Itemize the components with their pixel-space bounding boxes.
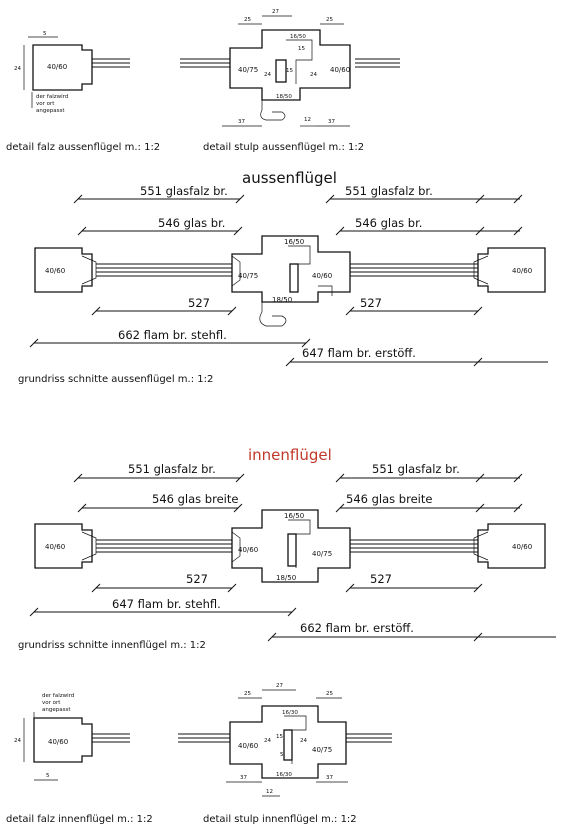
note-line: vor ort: [42, 700, 61, 706]
note-line: vor ort: [36, 101, 55, 107]
profile-label: 40/60: [512, 267, 532, 275]
dim-glasfalz-right: 551 glasfalz br.: [345, 184, 433, 198]
strip-label: 16/50: [290, 34, 306, 40]
caption-grundriss-aussen: grundriss schnitte aussenflügel m.: 1:2: [18, 374, 213, 385]
dim-527-right: 527: [360, 296, 382, 310]
strip-label: 16/30: [276, 772, 292, 778]
profile-label: 40/60: [238, 546, 258, 554]
dim-label: 25: [326, 691, 333, 697]
dim-flam-stehfl: 647 flam br. stehfl.: [112, 597, 221, 611]
strip-label: 18/50: [276, 94, 292, 100]
profile-label: 40/60: [512, 543, 532, 551]
dim-glas-left: 546 glas breite: [152, 492, 238, 506]
note-line: der falzwird: [42, 693, 74, 699]
strip-label: 16/50: [284, 512, 304, 520]
dim-label: 5: [280, 752, 284, 758]
dim-label: 37: [238, 119, 245, 125]
note-line: angepasst: [42, 707, 71, 713]
dim-label: 37: [328, 119, 335, 125]
dim-flam-erstoff: 647 flam br. erstöff.: [302, 346, 416, 360]
strip-label: 16/50: [284, 238, 304, 246]
caption-detail-stulp-innen: detail stulp innenflügel m.: 1:2: [203, 814, 357, 825]
plan-innenfluegel: innenflügel 551 glasfalz br. 551 glasfal…: [29, 446, 556, 642]
section-title-innenfluegel: innenflügel: [248, 446, 332, 464]
note-line: angepasst: [36, 108, 65, 114]
dim-label: 27: [272, 9, 279, 15]
dim-glasfalz-right: 551 glasfalz br.: [372, 462, 460, 476]
strip-label: 18/50: [276, 574, 296, 582]
dim-label: 25: [244, 17, 251, 23]
profile-label: 40/60: [330, 66, 350, 74]
plan-aussenfluegel: aussenflügel 551 glasfalz br. 551 glasfa…: [29, 169, 548, 367]
dim-527-left: 527: [186, 572, 208, 586]
caption-grundriss-innen: grundriss schnitte innenflügel m.: 1:2: [18, 640, 206, 651]
profile-label: 40/75: [312, 746, 332, 754]
dim-glas-right: 546 glas br.: [355, 216, 422, 230]
dim-label: 15: [286, 68, 293, 74]
profile-label: 40/60: [47, 63, 67, 71]
detail-stulp-aussenfluegel: 40/75 40/60 16/50 18/50 25 27 25 15 15 2…: [180, 9, 400, 127]
caption-detail-falz-innen: detail falz innenflügel m.: 1:2: [6, 814, 153, 825]
profile-label: 40/75: [312, 550, 332, 558]
dim-label: 5: [43, 31, 47, 37]
profile-label: 40/60: [45, 543, 65, 551]
dim-label: 24: [14, 66, 21, 72]
dim-label: 25: [326, 17, 333, 23]
dim-label: 37: [240, 775, 247, 781]
profile-label: 40/60: [45, 267, 65, 275]
strip-label: 16/30: [282, 710, 298, 716]
profile-label: 40/60: [48, 738, 68, 746]
caption-detail-falz-aussen: detail falz aussenflügel m.: 1:2: [6, 142, 160, 153]
profile-label: 40/75: [238, 272, 258, 280]
dim-label: 15: [298, 46, 305, 52]
dim-label: 27: [276, 683, 283, 689]
note-line: der falzwird: [36, 94, 68, 100]
dim-label: 12: [304, 117, 311, 123]
dim-label: 24: [300, 738, 307, 744]
dim-label: 5: [46, 773, 50, 779]
profile-label: 40/60: [312, 272, 332, 280]
dim-label: 25: [244, 691, 251, 697]
dim-glas-right: 546 glas breite: [346, 492, 432, 506]
dim-label: 24: [310, 72, 317, 78]
dim-label: 24: [264, 72, 271, 78]
caption-detail-stulp-aussen: detail stulp aussenflügel m.: 1:2: [203, 142, 364, 153]
dim-glas-left: 546 glas br.: [158, 216, 225, 230]
detail-falz-aussenfluegel: 40/60 5 24 der falzwird vor ort angepass…: [14, 31, 130, 114]
profile-label: 40/60: [238, 742, 258, 750]
dim-label: 24: [14, 738, 21, 744]
dim-flam-stehfl: 662 flam br. stehfl.: [118, 328, 227, 342]
dim-label: 24: [264, 738, 271, 744]
detail-falz-innenfluegel: der falzwird vor ort angepasst 40/60 24 …: [14, 693, 130, 781]
dim-glasfalz-left: 551 glasfalz br.: [140, 184, 228, 198]
dim-527-left: 527: [188, 296, 210, 310]
strip-label: 18/50: [272, 296, 292, 304]
dim-flam-erstoff: 662 flam br. erstöff.: [300, 621, 414, 635]
dim-label: 37: [326, 775, 333, 781]
profile-label: 40/75: [238, 66, 258, 74]
dim-label: 12: [266, 789, 273, 795]
section-title-aussenfluegel: aussenflügel: [242, 169, 337, 187]
dim-527-right: 527: [370, 572, 392, 586]
detail-stulp-innenfluegel: 40/60 40/75 16/30 16/30 25 27 25 15 5 24…: [178, 683, 392, 797]
dim-label: 15: [276, 734, 283, 740]
dim-glasfalz-left: 551 glasfalz br.: [128, 462, 216, 476]
